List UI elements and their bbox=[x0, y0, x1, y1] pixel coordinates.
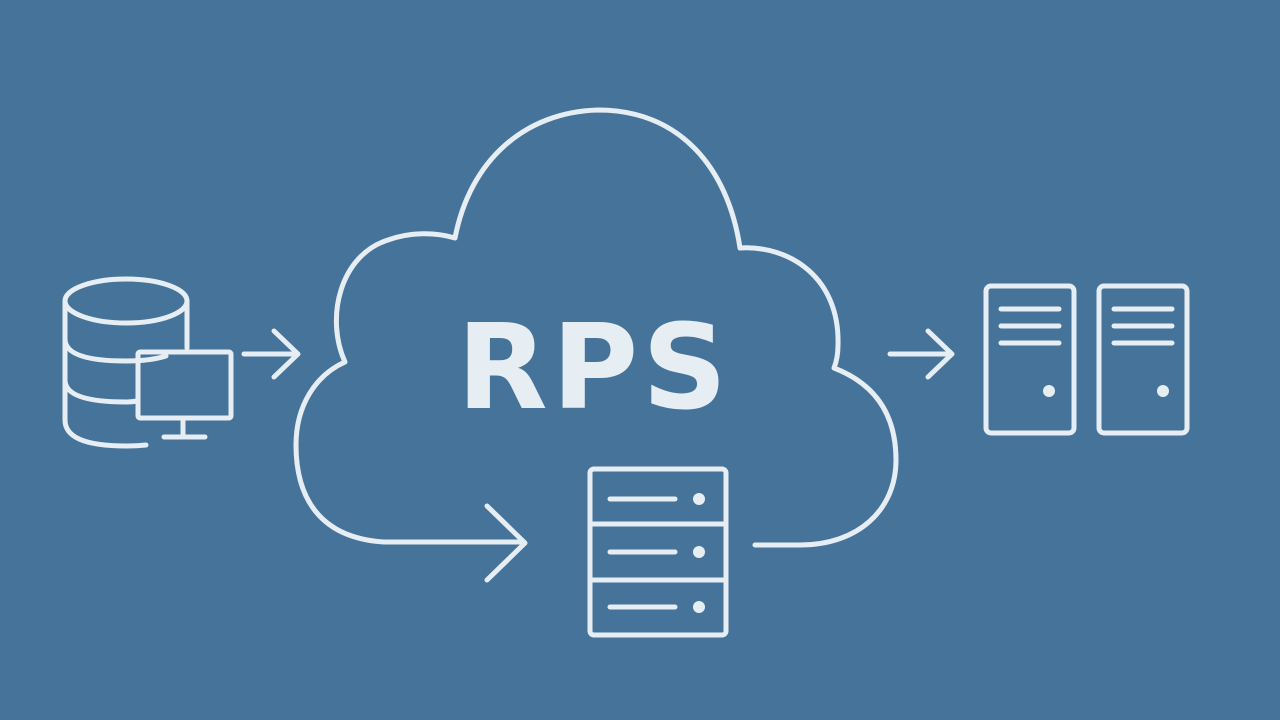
server-rack-icon bbox=[587, 466, 729, 638]
arrow-right-icon bbox=[241, 328, 301, 380]
tower-servers-icon bbox=[983, 283, 1190, 436]
cloud-icon bbox=[293, 107, 899, 548]
monitor-icon bbox=[135, 349, 234, 440]
database-with-monitor-icon bbox=[62, 276, 234, 449]
database-icon bbox=[62, 276, 190, 449]
center-label: RPS bbox=[457, 298, 731, 436]
curved-arrow-icon bbox=[381, 503, 528, 583]
arrow-right-icon bbox=[887, 328, 955, 380]
tower-server-icon bbox=[1096, 283, 1190, 436]
tower-server-icon bbox=[983, 283, 1077, 436]
